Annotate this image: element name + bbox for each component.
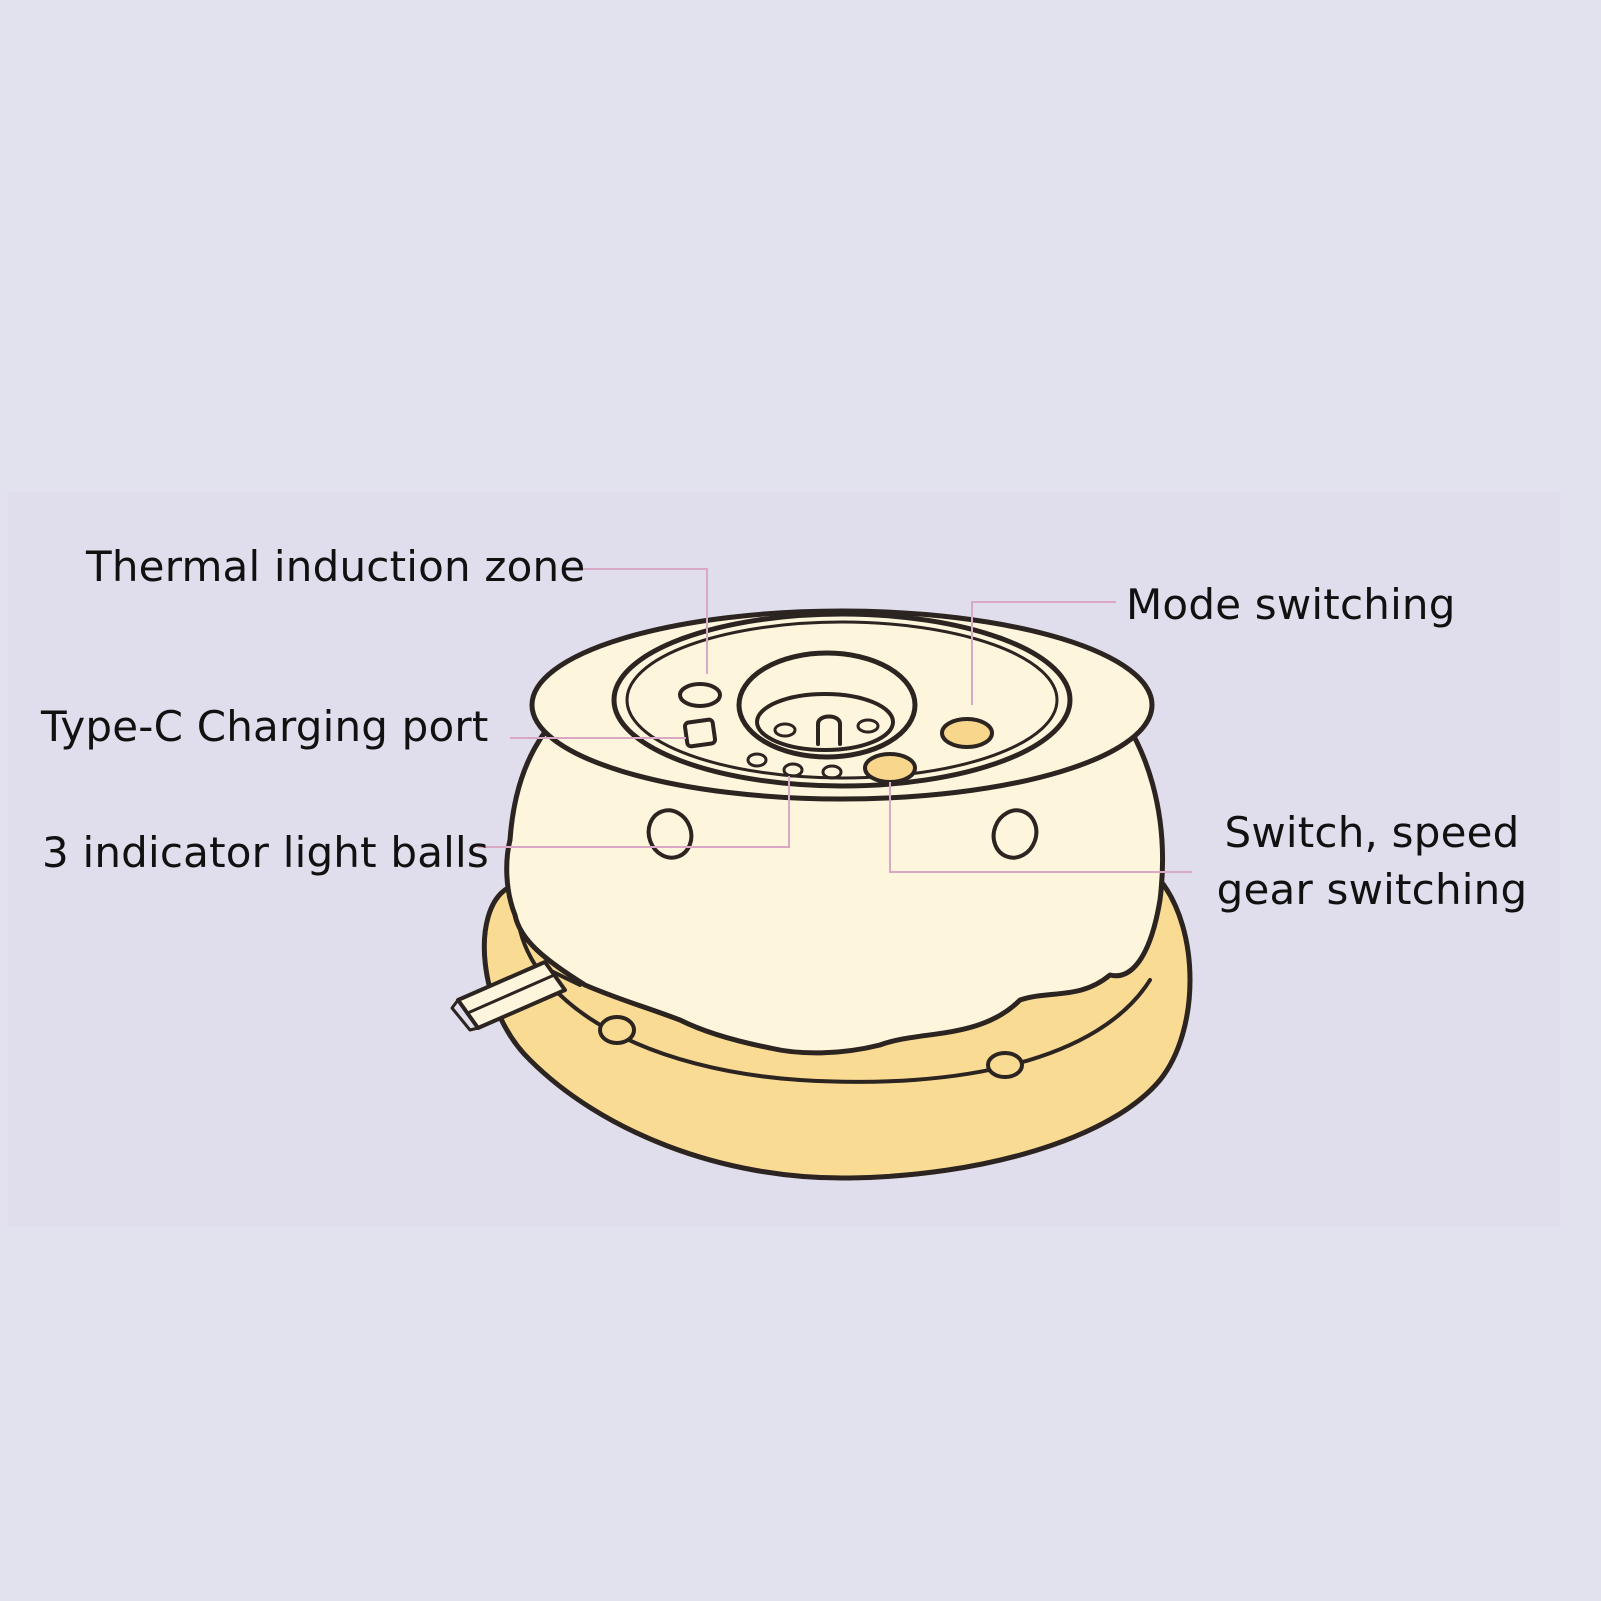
indicator-light-3 xyxy=(821,764,843,780)
leader-switch xyxy=(889,782,1192,873)
switch-speed-button xyxy=(863,752,917,784)
label-thermal-induction-zone: Thermal induction zone xyxy=(86,542,586,591)
type-c-port-icon xyxy=(682,717,718,749)
center-post xyxy=(816,714,842,746)
side-bump-right xyxy=(991,808,1039,860)
indicator-light-1 xyxy=(746,752,768,768)
label-switch-speed-gear-switching: Switch, speed gear switching xyxy=(1216,808,1528,914)
indicator-light-2 xyxy=(782,762,804,778)
base-hole-left xyxy=(598,1015,636,1045)
leader-thermal xyxy=(578,568,708,674)
leader-mode xyxy=(971,601,1116,705)
base-inner-ridge xyxy=(518,928,1152,1084)
side-bump-left xyxy=(646,808,694,860)
leader-indicator xyxy=(478,776,790,848)
label-type-c-charging-port: Type-C Charging port xyxy=(41,702,489,751)
top-rim-inner-2 xyxy=(625,620,1059,780)
center-recess-inner xyxy=(755,692,895,752)
label-indicator-light-balls: 3 indicator light balls xyxy=(42,828,489,877)
base-hole-right xyxy=(986,1051,1024,1079)
thermal-zone-icon xyxy=(678,682,722,708)
mode-button xyxy=(940,717,994,749)
label-mode-switching: Mode switching xyxy=(1126,580,1456,629)
